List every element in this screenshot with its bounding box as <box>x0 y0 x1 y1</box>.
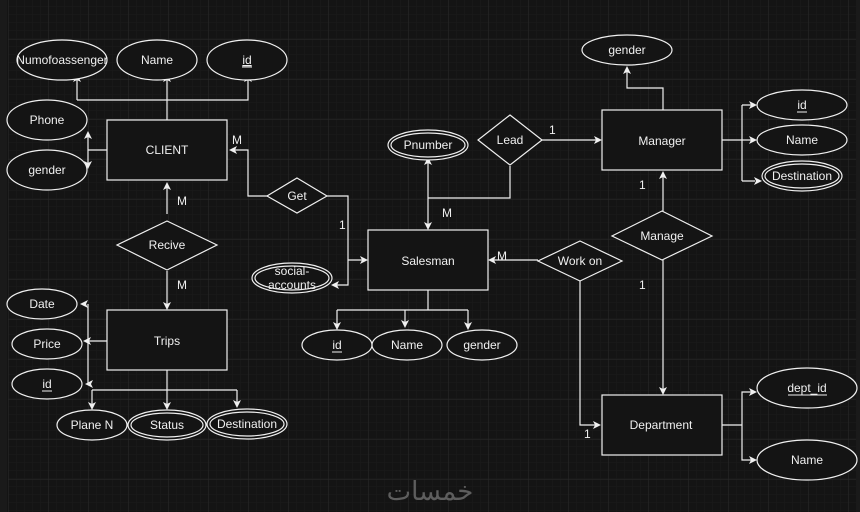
attribute-salesman-name[interactable]: Name <box>371 329 443 361</box>
attribute-label: id <box>332 338 341 352</box>
attribute-salesman-social-accounts-multivalued[interactable]: social- accounts <box>251 262 333 294</box>
attribute-label: gender <box>28 163 65 177</box>
relationship-label: Get <box>287 189 307 203</box>
attribute-salesman-gender[interactable]: gender <box>446 329 518 361</box>
relationship-manage[interactable]: Manage <box>610 210 714 261</box>
attribute-label: Destination <box>217 417 277 431</box>
attribute-trips-price[interactable]: Price <box>11 328 83 360</box>
cardinality-salesman-lead: M <box>442 206 452 220</box>
attribute-department-name[interactable]: Name <box>756 439 858 481</box>
entity-trips[interactable]: Trips <box>106 309 228 371</box>
attribute-client-gender[interactable]: gender <box>6 149 88 191</box>
attribute-client-phone[interactable]: Phone <box>6 99 88 141</box>
entity-manager[interactable]: Manager <box>601 109 723 171</box>
attribute-trips-date[interactable]: Date <box>6 288 78 320</box>
cardinality-salesman-get: 1 <box>339 218 346 232</box>
attribute-label: Name <box>391 338 423 352</box>
attribute-label: Price <box>33 337 61 351</box>
entity-department[interactable]: Department <box>601 394 723 456</box>
attribute-label: social- <box>275 264 310 278</box>
attribute-client-numofpassenger[interactable]: Numofoassenger <box>16 39 108 81</box>
attribute-label-line2: accounts <box>268 278 316 292</box>
right-border <box>856 0 860 512</box>
attribute-label: gender <box>608 43 645 57</box>
attribute-label: id <box>42 377 51 391</box>
relationship-label: Lead <box>497 133 524 147</box>
watermark-logo: خمسات <box>387 477 474 507</box>
cardinality-client-recive: M <box>177 194 187 208</box>
entity-label: Salesman <box>401 254 454 268</box>
attribute-label: Name <box>786 133 818 147</box>
attribute-label: dept_id <box>787 381 826 395</box>
relationship-label: Recive <box>149 238 186 252</box>
attribute-manager-destination-multivalued[interactable]: Destination <box>761 160 843 192</box>
relationship-recive[interactable]: Recive <box>115 220 219 271</box>
cardinality-manager-manage: 1 <box>639 178 646 192</box>
attribute-label: Name <box>141 53 173 67</box>
cardinality-labels: M M M 1 M 1 1 M 1 1 <box>177 123 646 441</box>
attribute-client-id-key[interactable]: id <box>206 39 288 81</box>
relationship-work-on[interactable]: Work on <box>536 240 624 282</box>
attribute-label: Destination <box>772 169 832 183</box>
relationship-get[interactable]: Get <box>265 177 329 214</box>
attribute-label: id <box>797 98 806 112</box>
attribute-manager-name[interactable]: Name <box>756 124 848 156</box>
attribute-manager-gender[interactable]: gender <box>581 34 673 66</box>
attribute-client-name[interactable]: Name <box>116 39 198 81</box>
attribute-label: id <box>242 53 251 67</box>
attribute-label: Phone <box>30 113 65 127</box>
cardinality-salesman-work-on: M <box>497 249 507 263</box>
cardinality-trips-recive: M <box>177 278 187 292</box>
attribute-trips-plane-n[interactable]: Plane N <box>56 409 128 441</box>
cardinality-department-work-on: 1 <box>584 427 591 441</box>
attribute-label: Numofoassenger <box>16 53 107 67</box>
cardinality-department-manage: 1 <box>639 278 646 292</box>
attribute-label: Date <box>29 297 55 311</box>
attribute-label: Pnumber <box>404 138 453 152</box>
attribute-trips-id-key[interactable]: id <box>11 368 83 400</box>
cardinality-manager-lead: 1 <box>549 123 556 137</box>
entity-label: CLIENT <box>146 143 189 157</box>
relationship-lead[interactable]: Lead <box>477 114 543 166</box>
attribute-trips-status-multivalued[interactable]: Status <box>127 409 207 441</box>
attribute-department-dept-id-key[interactable]: dept_id <box>756 367 858 409</box>
attribute-label: gender <box>463 338 500 352</box>
entity-label: Manager <box>638 134 685 148</box>
entity-salesman[interactable]: Salesman <box>367 229 489 291</box>
entity-label: Trips <box>154 334 180 348</box>
left-border <box>0 0 7 512</box>
attribute-trips-destination-multivalued[interactable]: Destination <box>206 408 288 440</box>
attribute-salesman-id-key[interactable]: id <box>301 329 373 361</box>
connectors <box>73 66 762 464</box>
attribute-salesman-pnumber-multivalued[interactable]: Pnumber <box>387 129 469 161</box>
attribute-label: Plane N <box>71 418 114 432</box>
entity-label: Department <box>630 418 693 432</box>
cardinality-client-get: M <box>232 133 242 147</box>
relationship-label: Work on <box>558 254 602 268</box>
attribute-label: Status <box>150 418 184 432</box>
attribute-label: Name <box>791 453 823 467</box>
attribute-manager-id-key[interactable]: id <box>756 89 848 121</box>
entity-client[interactable]: CLIENT <box>106 119 228 181</box>
relationship-label: Manage <box>640 229 684 243</box>
